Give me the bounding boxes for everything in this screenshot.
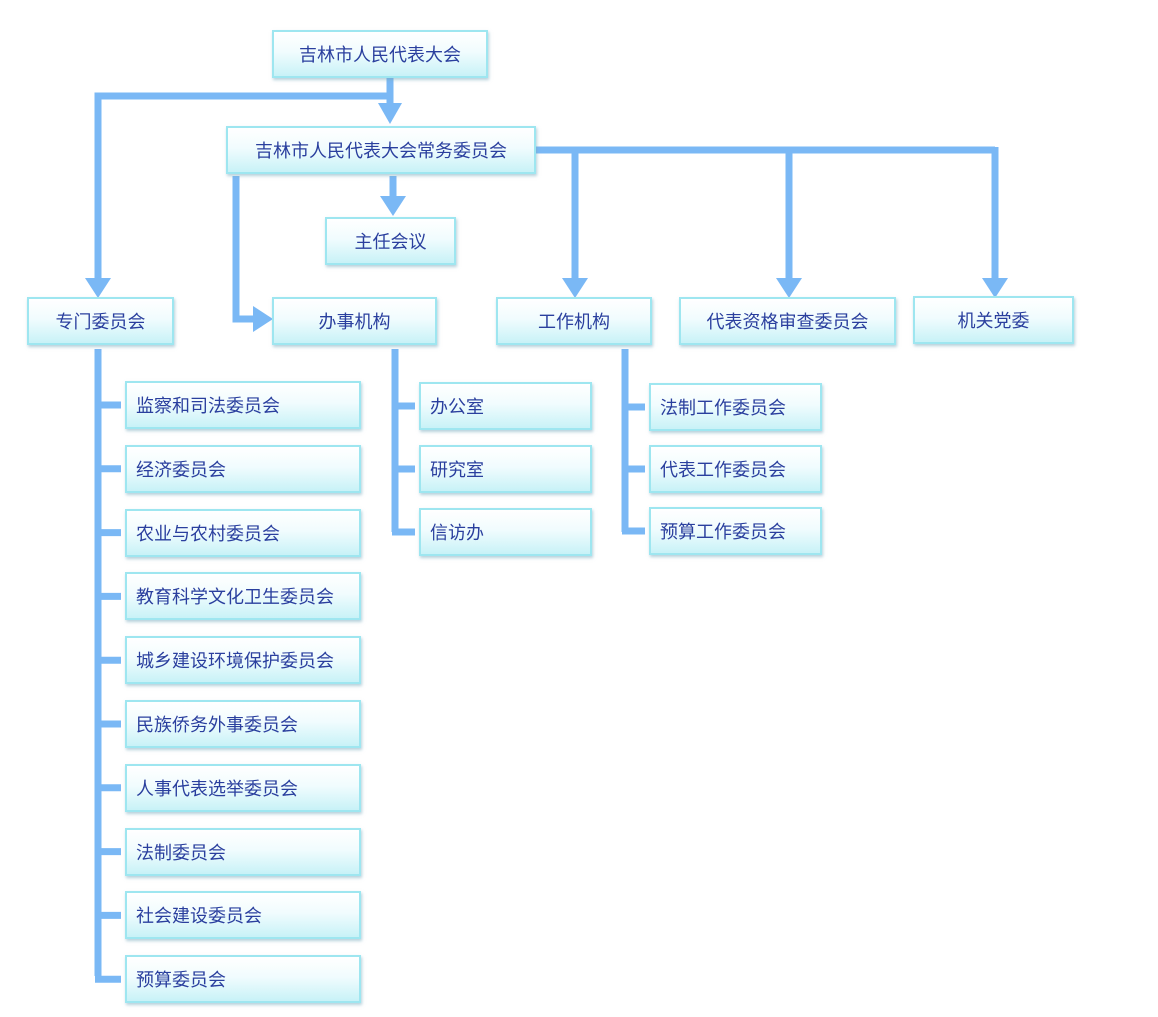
arrow-admin bbox=[253, 306, 273, 332]
node-root: 吉林市人民代表大会 bbox=[272, 30, 488, 78]
node-working-bodies: 工作机构 bbox=[496, 297, 652, 345]
administrative_bodies-child-item: 办公室 bbox=[419, 382, 592, 430]
working_bodies-child-item: 预算工作委员会 bbox=[649, 507, 822, 555]
special_committees-child-item: 民族侨务外事委员会 bbox=[125, 700, 361, 748]
connector-standing-to-admin bbox=[232, 176, 255, 323]
node-administrative-bodies: 办事机构 bbox=[272, 297, 437, 345]
special_committees-child-item: 法制委员会 bbox=[125, 827, 361, 876]
special_committees-child-item: 人事代表选举委员会 bbox=[125, 763, 361, 812]
special_committees-child-item: 经济委员会 bbox=[125, 444, 361, 493]
node-standing-committee: 吉林市人民代表大会常务委员会 bbox=[226, 126, 536, 174]
special_committees-child-item: 教育科学文化卫生委员会 bbox=[125, 572, 361, 621]
node-special-committees: 专门委员会 bbox=[27, 297, 174, 345]
node-directors-meeting: 主任会议 bbox=[325, 217, 456, 265]
special_committees-child-item: 预算委员会 bbox=[125, 955, 361, 1004]
arrow-working bbox=[562, 278, 588, 298]
administrative_bodies-child-item: 研究室 bbox=[419, 445, 592, 493]
special_committees-child-item: 监察和司法委员会 bbox=[125, 381, 361, 429]
node-party-committee: 机关党委 bbox=[913, 296, 1074, 344]
special_committees-child-item: 社会建设委员会 bbox=[125, 891, 361, 940]
arrow-credentials bbox=[776, 278, 802, 298]
working_bodies-child-item: 代表工作委员会 bbox=[649, 445, 822, 493]
arrow-special bbox=[85, 278, 111, 298]
arrow-party bbox=[982, 278, 1008, 298]
working_bodies-child-item: 法制工作委员会 bbox=[649, 383, 822, 431]
administrative_bodies-child-item: 信访办 bbox=[419, 508, 592, 556]
node-credentials-committee: 代表资格审查委员会 bbox=[679, 297, 896, 345]
connector-root-to-special bbox=[94, 92, 390, 282]
arrow-directors bbox=[380, 196, 406, 216]
special_committees-child-item: 农业与农村委员会 bbox=[125, 508, 361, 557]
arrow-standing bbox=[378, 103, 402, 124]
special_committees-child-item: 城乡建设环境保护委员会 bbox=[125, 636, 361, 685]
